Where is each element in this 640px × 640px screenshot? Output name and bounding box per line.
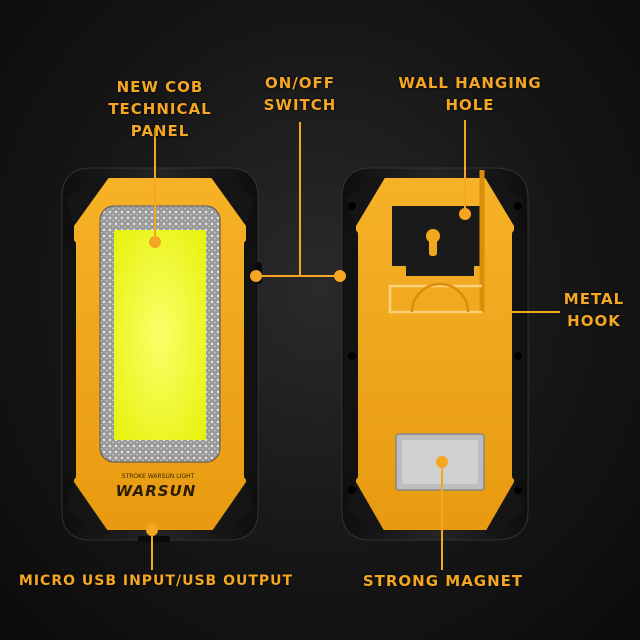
wall-hanging-plate <box>392 206 484 276</box>
switch-label-line1: ON/OFF <box>264 74 336 92</box>
cob-panel-label-line2: TECHNICAL PANEL <box>108 100 212 140</box>
metal-hook <box>388 170 485 314</box>
front-light: STROKE WARSUN LIGHT WARSUN <box>61 167 262 542</box>
metal-hook-label: METAL HOOK <box>556 288 632 332</box>
switch-label: ON/OFF SWITCH <box>250 72 350 116</box>
magnet-label: STRONG MAGNET <box>362 572 524 590</box>
wall-hole-label: WALL HANGING HOLE <box>395 72 545 116</box>
back-light <box>341 167 529 541</box>
brand-name: WARSUN <box>116 482 197 500</box>
wall-hole-label-line2: HOLE <box>445 96 495 114</box>
usb-label: MICRO USB INPUT/USB OUTPUT <box>18 573 294 589</box>
brand-tagline: STROKE WARSUN LIGHT <box>122 473 195 480</box>
metal-hook-label-line2: HOOK <box>567 312 621 330</box>
callout-lines <box>146 120 560 570</box>
metal-hook-label-line1: METAL <box>563 290 625 308</box>
cob-panel <box>114 230 206 440</box>
switch-label-line2: SWITCH <box>263 96 337 114</box>
cob-panel-label: NEW COB TECHNICAL PANEL <box>85 76 235 142</box>
wall-hole-label-line1: WALL HANGING <box>398 74 542 92</box>
cob-panel-label-line1: NEW COB <box>116 78 204 96</box>
